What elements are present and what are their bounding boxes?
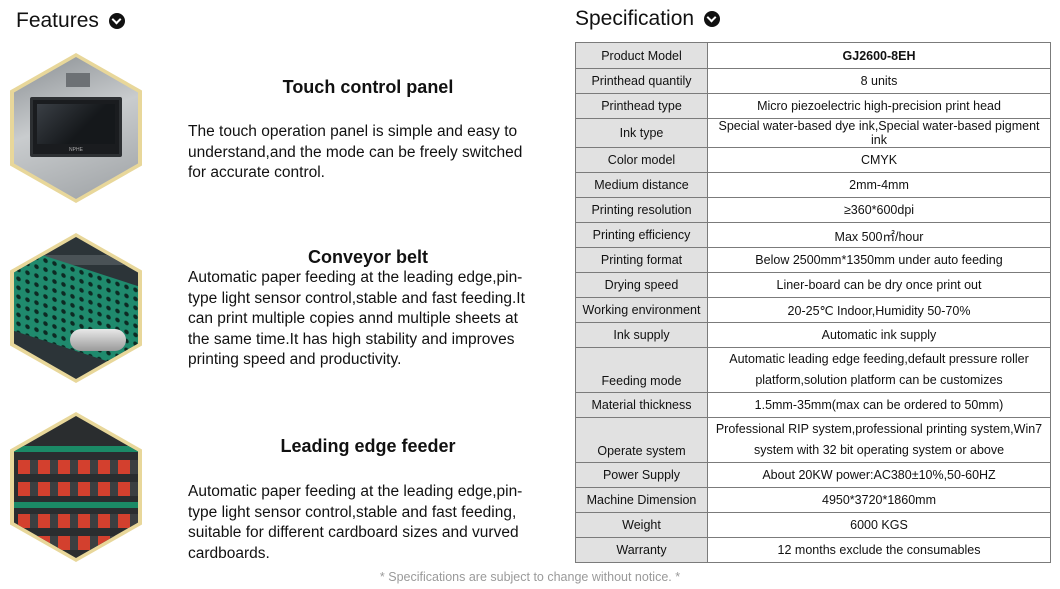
table-row: Medium distance 2mm-4mm	[575, 172, 1051, 198]
spec-value: GJ2600-8EH	[707, 42, 1051, 69]
spec-value: 12 months exclude the consumables	[707, 537, 1051, 563]
table-row: Printing resolution ≥360*600dpi	[575, 197, 1051, 223]
table-row: Printing efficiency Max 500㎡/hour	[575, 222, 1051, 248]
panel-brand-text: NPHE	[69, 147, 83, 153]
spec-value: 1.5mm-35mm(max can be ordered to 50mm)	[707, 392, 1051, 418]
table-row: Drying speed Liner-board can be dry once…	[575, 272, 1051, 298]
spec-value-line: Automatic leading edge feeding,default p…	[729, 352, 1029, 366]
touch-panel-image: NPHE	[10, 53, 142, 203]
table-row: Material thickness 1.5mm-35mm(max can be…	[575, 392, 1051, 418]
spec-value: ≥360*600dpi	[707, 197, 1051, 223]
table-row: Weight 6000 KGS	[575, 512, 1051, 538]
table-row: Operate system Professional RIP system,p…	[575, 417, 1051, 463]
spec-label: Printing resolution	[575, 197, 708, 223]
table-row: Feeding mode Automatic leading edge feed…	[575, 347, 1051, 393]
table-row: Ink type Special water-based dye ink,Spe…	[575, 118, 1051, 148]
feature-title-touch-panel: Touch control panel	[282, 77, 454, 97]
chevron-down-icon[interactable]	[108, 13, 125, 29]
spec-value: CMYK	[707, 147, 1051, 173]
spec-value: About 20KW power:AC380±10%,50-60HZ	[707, 462, 1051, 488]
spec-label: Printhead type	[575, 93, 708, 119]
specification-table: Product Model GJ2600-8EH Printhead quant…	[575, 42, 1051, 563]
spec-label: Warranty	[575, 537, 708, 563]
spec-label: Printing efficiency	[575, 222, 708, 248]
table-row: Color model CMYK	[575, 147, 1051, 173]
spec-label: Material thickness	[575, 392, 708, 418]
feature-desc-leading-edge-feeder: Automatic paper feeding at the leading e…	[188, 483, 523, 562]
leading-edge-feeder-image	[10, 412, 142, 562]
table-row: Printing format Below 2500mm*1350mm unde…	[575, 247, 1051, 273]
spec-label: Ink type	[575, 118, 708, 148]
spec-value: Below 2500mm*1350mm under auto feeding	[707, 247, 1051, 273]
spec-value: Liner-board can be dry once print out	[707, 272, 1051, 298]
spec-label: Printhead quantily	[575, 68, 708, 94]
features-heading-text: Features	[16, 9, 99, 32]
spec-value-line: system with 32 bit operating system or a…	[753, 443, 1005, 457]
table-row: Working environment 20-25℃ Indoor,Humidi…	[575, 297, 1051, 323]
table-row: Machine Dimension 4950*3720*1860mm	[575, 487, 1051, 513]
disclaimer-notice: * Specifications are subject to change w…	[379, 570, 681, 584]
spec-value: 8 units	[707, 68, 1051, 94]
spec-label: Working environment	[575, 297, 708, 323]
specification-heading-text: Specification	[575, 7, 695, 30]
spec-label: Color model	[575, 147, 708, 173]
table-row: Ink supply Automatic ink supply	[575, 322, 1051, 348]
spec-value-line: platform,solution platform can be custom…	[755, 373, 1003, 387]
feature-title-leading-edge-feeder: Leading edge feeder	[280, 436, 456, 456]
spec-label: Power Supply	[575, 462, 708, 488]
table-row: Product Model GJ2600-8EH	[575, 42, 1051, 69]
spec-value: 2mm-4mm	[707, 172, 1051, 198]
spec-value-line: Professional RIP system,professional pri…	[715, 422, 1043, 436]
spec-label: Medium distance	[575, 172, 708, 198]
spec-label: Feeding mode	[575, 347, 708, 393]
spec-value: 20-25℃ Indoor,Humidity 50-70%	[707, 297, 1051, 323]
spec-label: Weight	[575, 512, 708, 538]
spec-value: Automatic leading edge feeding,default p…	[707, 347, 1051, 393]
spec-value: Automatic ink supply	[707, 322, 1051, 348]
feature-desc-touch-panel: The touch operation panel is simple and …	[188, 123, 523, 181]
table-row: Printhead type Micro piezoelectric high-…	[575, 93, 1051, 119]
table-row: Warranty 12 months exclude the consumabl…	[575, 537, 1051, 563]
spec-label: Drying speed	[575, 272, 708, 298]
spec-value: Professional RIP system,professional pri…	[707, 417, 1051, 463]
spec-label: Printing format	[575, 247, 708, 273]
spec-label: Product Model	[575, 42, 708, 69]
spec-label: Machine Dimension	[575, 487, 708, 513]
conveyor-belt-image	[10, 233, 142, 383]
features-heading: Features	[16, 9, 125, 33]
table-row: Power Supply About 20KW power:AC380±10%,…	[575, 462, 1051, 488]
spec-value: 6000 KGS	[707, 512, 1051, 538]
spec-value: Micro piezoelectric high-precision print…	[707, 93, 1051, 119]
spec-label: Operate system	[575, 417, 708, 463]
spec-label: Ink supply	[575, 322, 708, 348]
spec-value: Max 500㎡/hour	[707, 222, 1051, 248]
table-row: Printhead quantily 8 units	[575, 68, 1051, 94]
feature-title-conveyor-belt: Conveyor belt	[307, 247, 429, 267]
feature-desc-conveyor-belt: Automatic paper feeding at the leading e…	[188, 269, 525, 368]
chevron-down-icon[interactable]	[704, 11, 721, 27]
spec-value: 4950*3720*1860mm	[707, 487, 1051, 513]
spec-value: Special water-based dye ink,Special wate…	[707, 118, 1051, 148]
specification-heading: Specification	[575, 7, 721, 31]
